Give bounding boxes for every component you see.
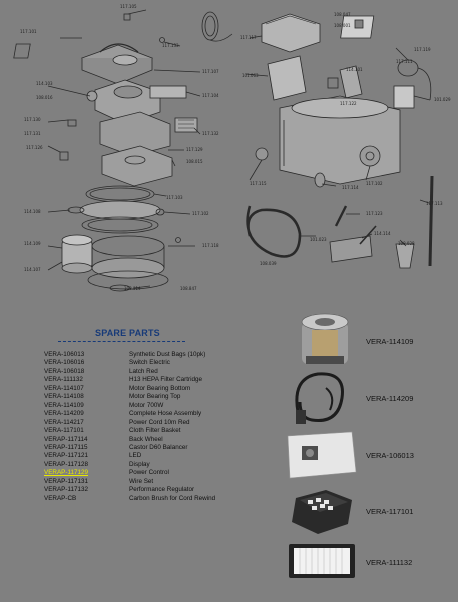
callout-number: 114.101 bbox=[346, 67, 363, 72]
spare-parts-title: SPARE PARTS bbox=[95, 328, 160, 338]
callout-number: 101.029 bbox=[434, 97, 451, 102]
callout-number: 108.016 bbox=[36, 95, 53, 100]
exploded-diagram bbox=[13, 9, 434, 292]
part-code[interactable]: VERAP-117129 bbox=[44, 469, 88, 477]
part-description: Display bbox=[129, 460, 150, 468]
callout-number: 117.126 bbox=[26, 145, 43, 150]
callout-number: 117.129 bbox=[186, 147, 203, 152]
product-label: VERA-114109 bbox=[366, 337, 414, 346]
callout-number: 117.119 bbox=[414, 47, 431, 52]
part-description: H13 HEPA Filter Cartridge bbox=[129, 376, 203, 384]
part-description: Power Cord 10m Red bbox=[129, 418, 190, 426]
part-description: Performance Regulator bbox=[129, 486, 195, 494]
part-description: Cloth Filter Basket bbox=[129, 427, 181, 435]
part-description: Back Wheel bbox=[129, 435, 163, 443]
part-code: VERAP-117115 bbox=[44, 443, 88, 451]
motor-icon bbox=[301, 313, 349, 364]
part-code: VERAP-117128 bbox=[44, 460, 88, 468]
product-label: VERA-117101 bbox=[366, 507, 414, 516]
callout-number: 114.109 bbox=[24, 241, 41, 246]
part-description: Carbon Brush for Cord Rewind bbox=[129, 494, 216, 502]
callout-number: 101.023 bbox=[310, 237, 327, 242]
part-description: Complete Hose Assembly bbox=[129, 410, 202, 418]
filter-basket-icon bbox=[292, 490, 352, 534]
callout-number: 117.102 bbox=[366, 181, 383, 186]
callout-number: 117.115 bbox=[250, 181, 267, 186]
product-label: VERA-111132 bbox=[366, 558, 413, 567]
part-code: VERAP-117131 bbox=[44, 477, 88, 485]
callout-number: 117.101 bbox=[20, 29, 37, 34]
callout-number: 117.123 bbox=[366, 211, 383, 216]
part-code: VERA-114109 bbox=[44, 401, 84, 409]
hose-icon bbox=[295, 372, 344, 424]
callout-number: 117.113 bbox=[426, 201, 443, 206]
part-code: VERAP-117121 bbox=[44, 452, 88, 460]
callout-number: 108.039 bbox=[260, 261, 277, 266]
part-code: VERAP-CB bbox=[44, 494, 77, 502]
callout-number: 117.131 bbox=[24, 131, 41, 136]
callout-number: 114.107 bbox=[24, 267, 41, 272]
part-code: VERA-114217 bbox=[44, 418, 84, 426]
callout-number: 117.107 bbox=[202, 69, 219, 74]
part-code: VERAP-117114 bbox=[44, 435, 88, 443]
part-code: VERA-106016 bbox=[44, 359, 85, 367]
part-description: Latch Red bbox=[129, 367, 158, 375]
callout-number: 117.114 bbox=[342, 185, 359, 190]
callout-number: 117.130 bbox=[24, 117, 41, 122]
callout-number: 117.133 bbox=[162, 43, 179, 48]
part-description: Power Control bbox=[129, 469, 169, 477]
callout-number: 114.114 bbox=[374, 231, 391, 236]
part-description: Synthetic Dust Bags (10pk) bbox=[129, 351, 206, 358]
callout-number: 117.102 bbox=[192, 211, 209, 216]
part-description: Motor Bearing Bottom bbox=[129, 384, 191, 392]
callout-number: 108.001 bbox=[334, 23, 351, 28]
part-code: VERA-114108 bbox=[44, 393, 84, 401]
callout-number: 108.847 bbox=[180, 286, 197, 291]
callout-number: 117.118 bbox=[202, 243, 219, 248]
callout-number: 108.047 bbox=[334, 12, 351, 17]
part-description: Wire Set bbox=[129, 477, 154, 485]
callout-number: 114.103 bbox=[36, 81, 53, 86]
callout-number: 108.028 bbox=[398, 241, 415, 246]
callout-number: 108.015 bbox=[186, 159, 203, 164]
callout-number: 108.014 bbox=[124, 286, 141, 291]
product-label: VERA-106013 bbox=[366, 451, 414, 460]
part-description: Motor 700W bbox=[129, 401, 164, 409]
part-code: VERAP-117132 bbox=[44, 486, 88, 494]
hepa-filter-icon bbox=[289, 544, 355, 578]
part-code: VERA-114107 bbox=[44, 384, 84, 392]
part-code: VERA-106013 bbox=[44, 351, 85, 358]
callout-number: 117.104 bbox=[202, 93, 219, 98]
part-description: LED bbox=[129, 452, 142, 460]
part-code: VERA-117101 bbox=[44, 427, 84, 435]
callout-number: 117.117 bbox=[240, 35, 257, 40]
part-description: Switch Electric bbox=[129, 359, 170, 367]
part-description: Castor D60 Balancer bbox=[129, 443, 188, 451]
callout-number: 101.063 bbox=[242, 73, 259, 78]
callout-number: 117.103 bbox=[166, 195, 183, 200]
callout-number: 117.111 bbox=[396, 59, 413, 64]
part-code: VERA-114209 bbox=[44, 410, 84, 418]
part-description: Motor Bearing Top bbox=[129, 393, 181, 401]
callout-number: 117.132 bbox=[202, 131, 219, 136]
part-code: VERA-106018 bbox=[44, 367, 85, 375]
title-divider bbox=[58, 341, 185, 342]
product-label: VERA-114209 bbox=[366, 394, 414, 403]
part-code: VERA-111132 bbox=[44, 376, 83, 384]
callout-number: 114.108 bbox=[24, 209, 41, 214]
callout-number: 117.105 bbox=[120, 4, 137, 9]
callout-number: 117.122 bbox=[340, 101, 357, 106]
dust-bag-icon bbox=[287, 431, 357, 479]
